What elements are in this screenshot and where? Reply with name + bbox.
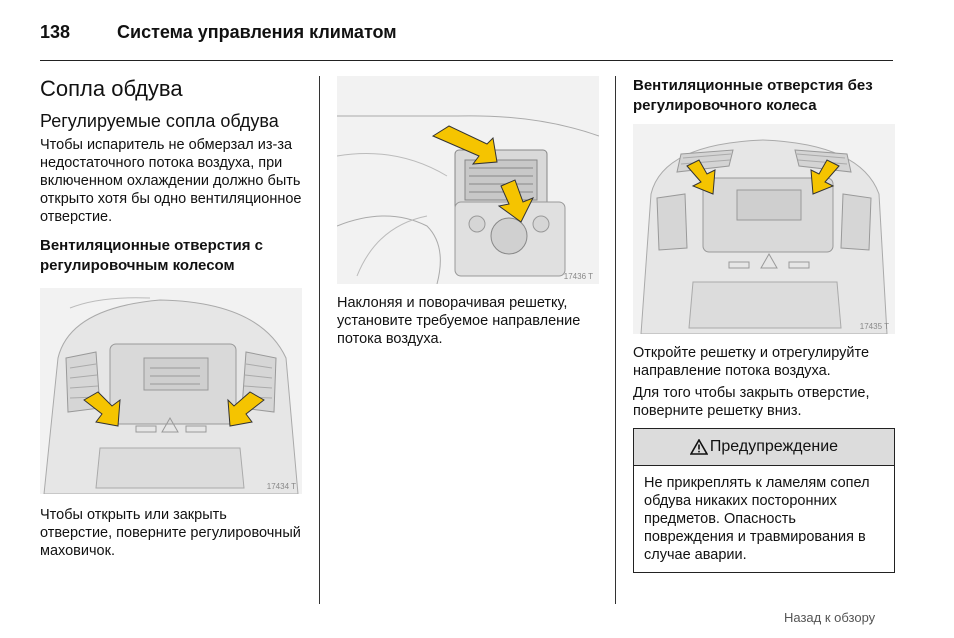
caption-direction: Наклоняя и поворачивая решетку, установи… [337, 295, 581, 347]
caption-close-vent: Для того чтобы закрыть отверстие, поверн… [633, 385, 870, 419]
figure-vent-direction: 17436 T [337, 76, 599, 284]
section-title: Система управления климатом [117, 22, 397, 42]
arrow-up-left-icon [431, 125, 498, 165]
column-left: Сопла обдува Регулируемые сопла обдува Ч… [40, 76, 302, 560]
arrow-right-icon [227, 391, 265, 427]
subtitle: Регулируемые сопла обдува [40, 111, 279, 131]
figure-code: 17436 T [563, 272, 593, 281]
arrow-down-left-icon [686, 159, 716, 195]
column-middle: 17436 T Наклоняя и поворачивая решетку, … [337, 76, 599, 348]
column-right: Вентиляционные отверстия без регулировоч… [633, 76, 895, 573]
column-divider [615, 76, 616, 604]
arrow-down-icon [497, 179, 535, 223]
figure-dashboard-vents-wheel: 17434 T [40, 288, 302, 494]
warning-title: Предупреждение [709, 438, 839, 455]
warning-triangle-icon [689, 439, 708, 455]
figure-code: 17435 T [859, 322, 889, 331]
page-title: Сопла обдува [40, 76, 183, 101]
arrow-down-right-icon [810, 159, 840, 195]
warning-box: Предупреждение Не прикреплять к ламелям … [633, 428, 895, 573]
caption-open-vent: Откройте решетку и отрегулируйте направл… [633, 345, 870, 379]
intro-text: Чтобы испаритель не обмерзал из-за недос… [40, 137, 302, 225]
page-header: 138 Система управления климатом [40, 20, 893, 61]
figure-code: 17434 T [266, 482, 296, 491]
heading-vents-with-wheel: Вентиляционные отверстия с регулировочны… [40, 237, 263, 274]
heading-vents-without-wheel: Вентиляционные отверстия без регулировоч… [633, 77, 873, 114]
caption-wheel: Чтобы открыть или закрыть отверстие, пов… [40, 507, 301, 559]
warning-header: Предупреждение [634, 429, 894, 466]
page-number: 138 [40, 22, 71, 42]
warning-text: Не прикреплять к ламелям сопел обдува ни… [644, 475, 870, 563]
column-divider [319, 76, 320, 604]
back-to-overview-link[interactable]: Назад к обзору [784, 610, 876, 625]
figure-dashboard-vents-no-wheel: 17435 T [633, 124, 895, 334]
arrow-left-icon [83, 391, 121, 427]
